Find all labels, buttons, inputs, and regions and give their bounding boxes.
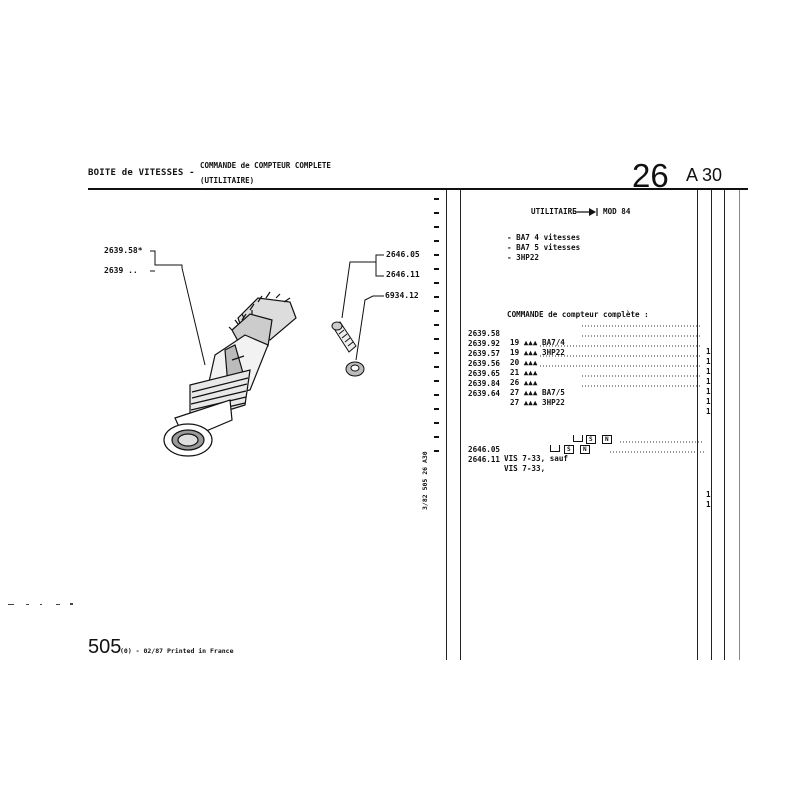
- parts-heading: COMMANDE de compteur complète :: [507, 310, 649, 319]
- option-box: N: [602, 435, 612, 444]
- stray-marks: [8, 603, 73, 605]
- part-ref: 2639.92: [468, 339, 501, 348]
- column-line: [711, 190, 712, 660]
- column-line: [739, 190, 740, 660]
- part-desc: 26 ▲▲▲: [510, 378, 538, 387]
- part-desc: VIS 7-33, sauf: [504, 454, 569, 463]
- part-desc: 27 ▲▲▲ 3HP22: [510, 398, 565, 407]
- list-item: 2639.64 27 ▲▲▲ 3HP22 1: [468, 380, 713, 416]
- part-ref: 2639.57: [468, 349, 501, 358]
- column-line: [724, 190, 725, 660]
- part-desc: 27 ▲▲▲ BA7/5: [510, 388, 565, 397]
- part-desc: 20 ▲▲▲: [510, 358, 538, 367]
- part-qty: 1: [706, 357, 711, 366]
- part-desc: 21 ▲▲▲: [510, 368, 538, 377]
- part-qty: 1: [706, 407, 711, 416]
- part-desc: VIS 7-33,: [504, 464, 546, 473]
- option-3hp22: - 3HP22: [507, 253, 540, 262]
- leader-lines-right: [341, 254, 384, 361]
- drive-housing-illustration: [163, 291, 297, 457]
- part-qty: 1: [706, 377, 711, 386]
- arrow-right-icon: [575, 208, 598, 216]
- column-line: [697, 190, 698, 660]
- list-item: 2639.84 27 ▲▲▲ BA7/5 1: [468, 370, 713, 406]
- part-desc: 19 ▲▲▲ BA7/4: [510, 338, 565, 347]
- list-item: 2646.05 VIS 7-33, sauf S N 1: [468, 435, 713, 499]
- utilitaire-label: UTILITAIRE: [531, 207, 577, 216]
- divider-line: [460, 190, 461, 660]
- exploded-parts-diagram: [8, 198, 439, 605]
- model-number: 505: [88, 636, 122, 658]
- mod-label: MOD 84: [603, 207, 631, 216]
- print-info: (0) - 02/87 Printed in France: [120, 647, 234, 655]
- part-qty: 1: [706, 367, 711, 376]
- label-2639-58: 2639.58*: [104, 246, 143, 255]
- part-qty: 1: [706, 347, 711, 356]
- leader-lines-left: [150, 250, 206, 366]
- section-subtitle: COMMANDE de COMPTEUR COMPLETE: [200, 161, 331, 170]
- list-item: 2639.92 19 ▲▲▲ 3HP22 1: [468, 330, 713, 366]
- part-ref: 2639.64: [468, 389, 501, 398]
- part-qty: 1: [706, 490, 711, 499]
- label-2639: 2639 ..: [104, 266, 138, 275]
- part-ref: 2639.58: [468, 329, 501, 338]
- option-ba7-5: - BA7 5 vitesses: [507, 243, 581, 252]
- bracket-icon: [573, 435, 583, 442]
- header-rule: [88, 188, 748, 190]
- part-qty: 1: [706, 500, 711, 509]
- part-ref: 2639.84: [468, 379, 501, 388]
- part-ref: 2646.05: [468, 445, 501, 454]
- section-title: BOITE de VITESSES -: [88, 168, 195, 178]
- list-item: 2639.56 21 ▲▲▲ 1: [468, 350, 713, 386]
- part-qty: 1: [706, 397, 711, 406]
- option-ba7-4: - BA7 4 vitesses: [507, 233, 581, 242]
- screw-icon: [331, 321, 357, 353]
- label-2646-05: 2646.05: [386, 250, 420, 259]
- list-item: 2639.58 19 ▲▲▲ BA7/4 1: [468, 320, 713, 356]
- part-ref: 2639.65: [468, 369, 501, 378]
- divider-line: [446, 190, 447, 660]
- option-box: S: [564, 445, 574, 454]
- option-box: N: [580, 445, 590, 454]
- part-ref: 2646.11: [468, 455, 501, 464]
- dashed-column-marks: [434, 198, 439, 452]
- nut-icon: [345, 361, 365, 377]
- part-ref: 2639.56: [468, 359, 501, 368]
- side-reference: 3/82 505 26 A30: [421, 451, 429, 510]
- option-box: S: [586, 435, 596, 444]
- label-6934-12: 6934.12: [385, 291, 419, 300]
- bracket-icon: [550, 445, 560, 452]
- label-2646-11: 2646.11: [386, 270, 420, 279]
- list-item: 2639.65 26 ▲▲▲ 1: [468, 360, 713, 396]
- parts-list: 2639.58 19 ▲▲▲ BA7/4 1 2639.92 19 ▲▲▲ 3H…: [468, 320, 713, 416]
- group-number: 26: [632, 157, 669, 194]
- dotted-leaders: [540, 325, 700, 387]
- section-subtitle-variant: (UTILITAIRE): [200, 176, 255, 185]
- part-qty: 1: [706, 387, 711, 396]
- section-code: A 30: [686, 165, 723, 185]
- part-desc: 19 ▲▲▲ 3HP22: [510, 348, 565, 357]
- dotted-leaders: [610, 441, 704, 453]
- list-item: 2639.57 20 ▲▲▲ 1: [468, 340, 713, 376]
- list-item: 2646.11 VIS 7-33, S N 1: [468, 445, 713, 509]
